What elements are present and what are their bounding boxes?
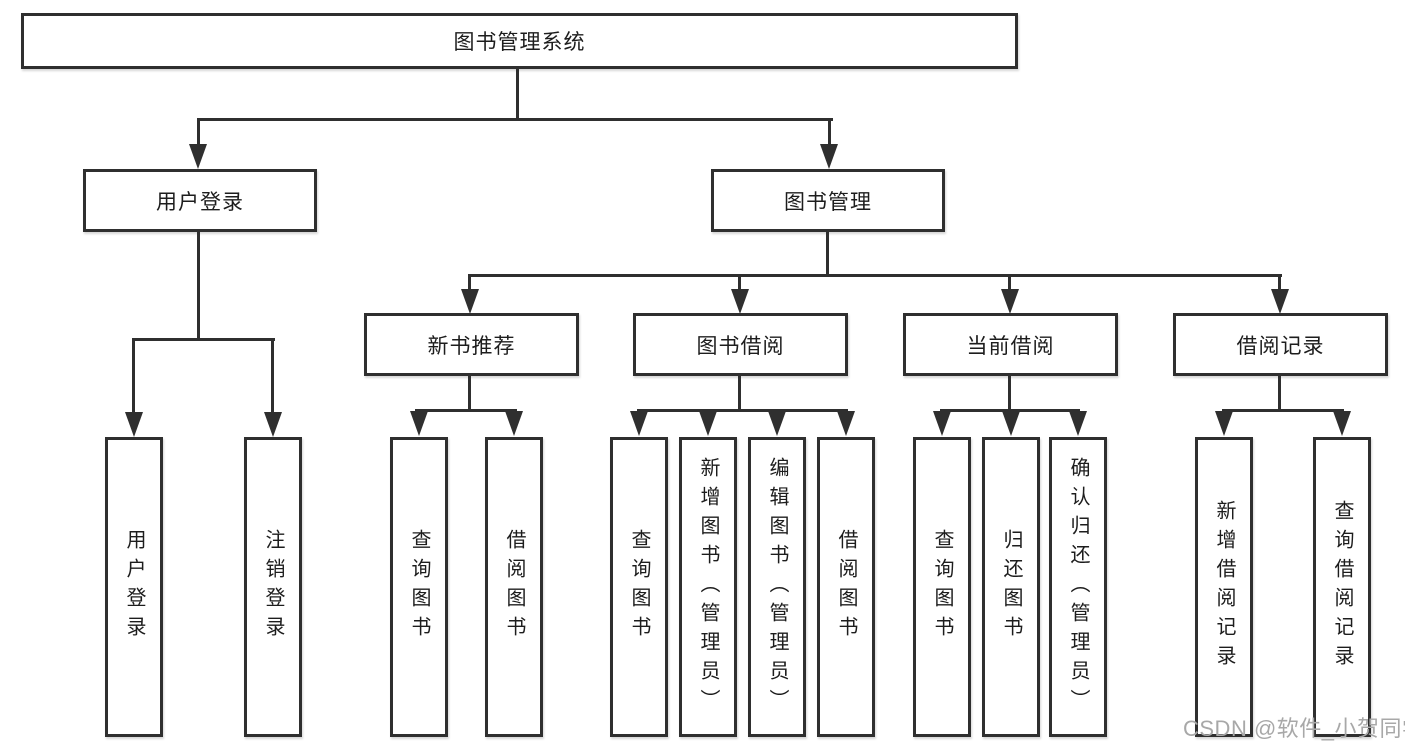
connector-line [1222,409,1344,412]
node-label: 新书推荐 [427,334,516,358]
node-new-book-recommend: 新书推荐 [364,313,579,376]
leaf-label: 查询图书 [408,529,430,645]
arrow-down-icon [264,412,282,437]
connector-line [1278,274,1281,292]
node-label: 当前借阅 [966,334,1055,358]
leaf-recommend-query-books: 查询图书 [390,437,448,737]
arrow-down-icon [768,411,786,436]
node-borrow-records: 借阅记录 [1173,313,1388,376]
node-user-login: 用户登录 [83,169,317,232]
connector-line [637,409,848,412]
connector-line [415,409,517,412]
leaf-label: 借阅图书 [835,529,857,645]
arrow-down-icon [1001,289,1019,314]
arrow-down-icon [1333,411,1351,436]
node-current-borrow: 当前借阅 [903,313,1118,376]
connector-line [197,118,833,121]
arrow-down-icon [820,144,838,169]
connector-line [468,274,471,292]
arrow-down-icon [1215,411,1233,436]
leaf-records-query-borrow-record: 查询借阅记录 [1313,437,1371,737]
arrow-down-icon [125,412,143,437]
leaf-label: 归还图书 [1000,529,1022,645]
arrow-down-icon [410,411,428,436]
leaf-login-logout: 注销登录 [244,437,302,737]
leaf-borrow-add-book-admin: 新增图书（管理员） [679,437,737,737]
arrow-down-icon [1069,411,1087,436]
connector-line [738,274,741,292]
leaf-borrow-edit-book-admin: 编辑图书（管理员） [748,437,806,737]
leaf-label: 查询借阅记录 [1331,500,1353,674]
node-root: 图书管理系统 [21,13,1018,69]
leaf-label: 注销登录 [262,529,284,645]
node-book-management: 图书管理 [711,169,945,232]
arrow-down-icon [189,144,207,169]
leaf-label: 新增图书（管理员） [697,456,719,718]
leaf-borrow-query-books: 查询图书 [610,437,668,737]
leaf-label: 确认归还（管理员） [1067,456,1089,718]
connector-line [826,232,829,276]
node-label: 图书借阅 [696,334,785,358]
connector-line [828,118,831,147]
watermark: CSDN @软件_小贺同学 [1183,716,1405,741]
leaf-current-confirm-return-admin: 确认归还（管理员） [1049,437,1107,737]
connector-line [940,409,1080,412]
connector-line [197,118,200,147]
arrow-down-icon [630,411,648,436]
leaf-label: 用户登录 [123,529,145,645]
connector-line [132,338,135,414]
node-label: 图书管理系统 [453,31,586,54]
arrow-down-icon [1271,289,1289,314]
arrow-down-icon [837,411,855,436]
leaf-login-user-login: 用户登录 [105,437,163,737]
connector-line [738,376,741,412]
connector-line [1278,376,1281,412]
node-label: 借阅记录 [1236,334,1325,358]
connector-line [468,274,1282,277]
node-label: 图书管理 [784,190,872,214]
arrow-down-icon [731,289,749,314]
leaf-label: 编辑图书（管理员） [766,456,788,718]
arrow-down-icon [505,411,523,436]
leaf-records-add-borrow-record: 新增借阅记录 [1195,437,1253,737]
arrow-down-icon [699,411,717,436]
node-label: 用户登录 [156,190,244,214]
node-book-borrow: 图书借阅 [633,313,848,376]
leaf-current-query-books: 查询图书 [913,437,971,737]
arrow-down-icon [933,411,951,436]
connector-line [271,338,274,414]
leaf-borrow-borrow-books: 借阅图书 [817,437,875,737]
connector-line [468,376,471,412]
leaf-label: 查询图书 [628,529,650,645]
arrow-down-icon [461,289,479,314]
connector-line [516,69,519,121]
leaf-label: 借阅图书 [503,529,525,645]
connector-line [197,232,200,341]
leaf-recommend-borrow-books: 借阅图书 [485,437,543,737]
leaf-label: 查询图书 [931,529,953,645]
connector-line [1008,274,1011,292]
connector-line [132,338,275,341]
leaf-label: 新增借阅记录 [1213,500,1235,674]
arrow-down-icon [1002,411,1020,436]
connector-line [1008,376,1011,412]
leaf-current-return-books: 归还图书 [982,437,1040,737]
